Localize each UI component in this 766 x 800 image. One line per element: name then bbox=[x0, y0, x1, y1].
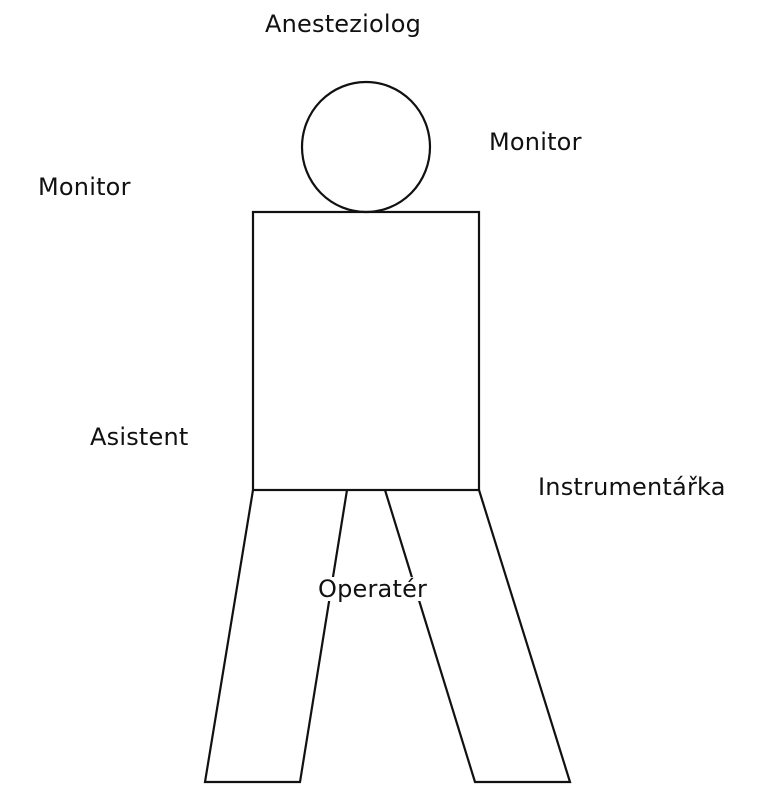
head-section bbox=[300, 80, 432, 214]
scrub-nurse-label: Instrumentářka bbox=[538, 473, 726, 501]
anesthesiologist-label: Anesteziolog bbox=[265, 10, 422, 38]
left-leg-section bbox=[203, 489, 349, 784]
surgeon-label: Operatér bbox=[316, 575, 430, 603]
torso-section bbox=[251, 210, 481, 492]
right-leg-section bbox=[383, 489, 572, 784]
assistant-label: Asistent bbox=[90, 423, 189, 451]
monitor-right-label: Monitor bbox=[489, 128, 582, 156]
monitor-left-label: Monitor bbox=[38, 173, 131, 201]
